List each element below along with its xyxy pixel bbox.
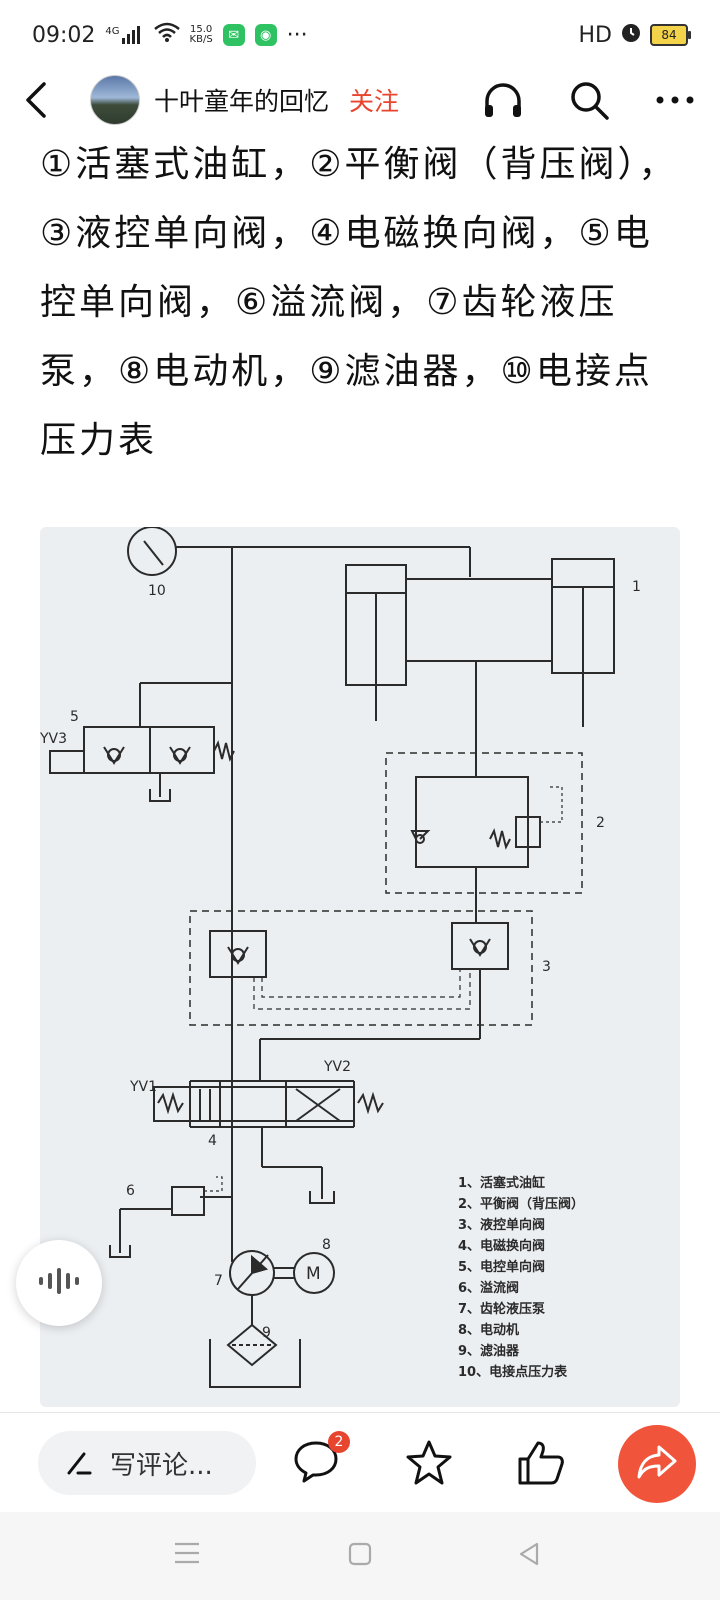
legend-item: 9、滤油器 (458, 1343, 520, 1359)
balance-valve-box (385, 752, 583, 894)
avatar[interactable] (90, 75, 140, 125)
search-icon[interactable] (568, 79, 610, 121)
bottom-action-bar: 写评论... 2 (0, 1412, 720, 1513)
comment-placeholder: 写评论... (110, 1450, 213, 1481)
diagram-legend: 1、活塞式油缸 2、平衡阀（背压阀） 3、液控单向阀 4、电磁换向阀 5、电控单… (458, 1175, 584, 1380)
more-icon[interactable] (654, 94, 696, 106)
legend-item: 4、电磁换向阀 (458, 1238, 545, 1254)
status-time: 09:02 (32, 22, 96, 48)
thumbs-up-icon[interactable] (516, 1439, 566, 1487)
label-5: 5 (70, 709, 79, 725)
comment-icon[interactable]: 2 (292, 1431, 350, 1485)
author-name[interactable]: 十叶童年的回忆 (154, 87, 330, 116)
system-navigation-bar (0, 1512, 720, 1600)
hydraulic-diagram: 10 1 2 3 4 5 6 7 8 9 YV1 YV2 YV3 M 1、活塞式… (40, 527, 641, 1388)
label-3: 3 (542, 959, 551, 975)
follow-button[interactable]: 关注 (349, 87, 400, 116)
article-text: ①活塞式油缸，②平衡阀（背压阀），③液控单向阀，④电磁换向阀，⑤电控单向阀，⑥溢… (40, 144, 678, 461)
label-8: 8 (322, 1237, 331, 1253)
pressure-gauge-symbol (127, 527, 177, 576)
label-yv2: YV2 (323, 1059, 351, 1075)
legend-item: 1、活塞式油缸 (458, 1175, 545, 1191)
headphones-icon[interactable] (482, 79, 524, 121)
app-notification-icon: ◉ (254, 24, 277, 46)
audio-wave-icon (39, 1268, 79, 1298)
net-speed: 15.0 KB/S (189, 24, 213, 45)
relief-valve-symbol (171, 1186, 205, 1216)
battery-level: 84 (661, 28, 677, 42)
electric-motor-symbol (293, 1252, 335, 1294)
comment-input[interactable]: 写评论... (38, 1431, 256, 1495)
legend-item: 6、溢流阀 (458, 1280, 519, 1296)
legend-item: 8、电动机 (458, 1322, 519, 1338)
comment-count-badge: 2 (328, 1431, 350, 1453)
signal-icon: 4G (105, 26, 143, 44)
legend-item: 5、电控单向阀 (458, 1259, 545, 1275)
label-yv3: YV3 (40, 731, 67, 747)
more-notifications: ··· (286, 22, 308, 48)
star-favorite-icon[interactable] (404, 1439, 454, 1487)
wifi-icon (153, 22, 180, 48)
label-7: 7 (214, 1273, 223, 1289)
label-9: 9 (262, 1325, 271, 1341)
network-type: 4G (105, 26, 120, 37)
menu-icon[interactable] (174, 1542, 200, 1564)
article-header: 十叶童年的回忆 关注 (0, 70, 720, 130)
battery-icon: 84 (650, 24, 691, 46)
back-nav-icon[interactable] (518, 1542, 540, 1566)
label-4: 4 (208, 1133, 217, 1149)
label-1: 1 (632, 579, 641, 595)
hydraulic-diagram-image[interactable]: 10 1 2 3 4 5 6 7 8 9 YV1 YV2 YV3 M 1、活塞式… (40, 527, 680, 1407)
oil-filter-symbol (226, 1323, 278, 1367)
label-2: 2 (596, 815, 605, 831)
label-10: 10 (148, 583, 166, 599)
hd-indicator: HD (578, 22, 612, 48)
status-bar: 09:02 4G 15.0 KB/S ✉ ◉ ··· HD 84 (0, 0, 720, 70)
back-icon[interactable] (24, 80, 54, 120)
voice-reader-button[interactable] (16, 1240, 102, 1326)
legend-item: 2、平衡阀（背压阀） (458, 1196, 584, 1212)
label-6: 6 (126, 1183, 135, 1199)
legend-item: 10、电接点压力表 (458, 1364, 568, 1380)
label-motor: M (306, 1264, 321, 1284)
legend-item: 3、液控单向阀 (458, 1217, 545, 1233)
directional-valve-symbol (153, 1086, 355, 1122)
pen-icon (66, 1450, 92, 1476)
wechat-notification-icon: ✉ (222, 24, 245, 46)
label-yv1: YV1 (129, 1079, 157, 1095)
share-button[interactable] (618, 1425, 696, 1503)
alarm-icon (620, 21, 642, 49)
share-arrow-icon (637, 1445, 677, 1483)
home-icon[interactable] (348, 1542, 372, 1566)
legend-item: 7、齿轮液压泵 (458, 1301, 545, 1317)
pilot-check-valve-box (189, 910, 533, 1026)
